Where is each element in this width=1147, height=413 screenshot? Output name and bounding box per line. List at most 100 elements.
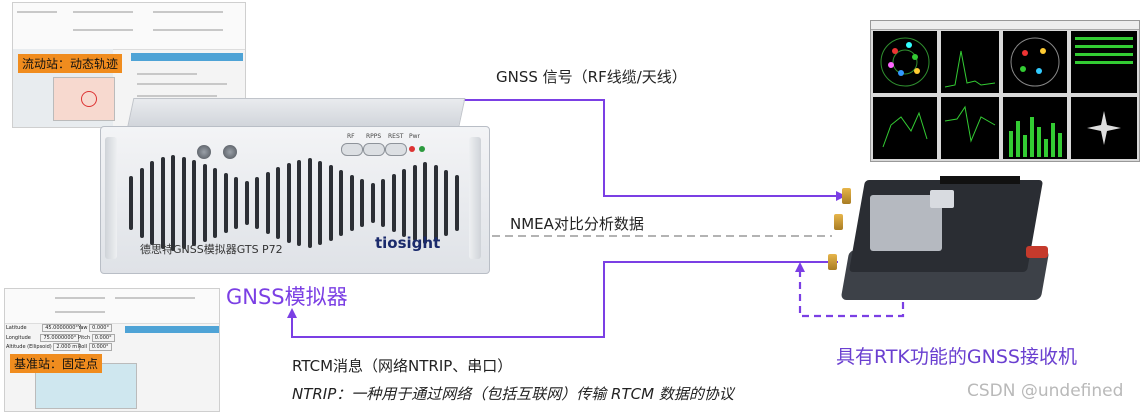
thumbnail-row	[73, 29, 133, 31]
error-chart-pane	[941, 97, 999, 159]
thumbnail-row	[137, 83, 227, 85]
roll-label: Roll	[78, 344, 88, 350]
vent-slot	[129, 176, 133, 230]
vent-slot	[349, 175, 354, 231]
vent-slot	[412, 165, 417, 241]
nmea-label: NMEA对比分析数据	[510, 215, 644, 233]
rpps-button[interactable]	[363, 143, 385, 156]
vent-slot	[276, 167, 280, 239]
base-station-tag: 基准站：固定点	[10, 354, 103, 373]
status-led	[419, 146, 425, 152]
simulator-right-handle	[469, 137, 481, 259]
vent-slot	[444, 170, 448, 236]
rf-connector-knob	[223, 145, 237, 159]
rtcm-label: RTCM消息（网络NTRIP、串口）	[292, 357, 513, 375]
receiver-dashed-loop	[798, 270, 905, 318]
longitude-value: 75.0000000°	[40, 333, 80, 342]
vent-slot	[234, 177, 238, 229]
vent-slot	[160, 157, 165, 249]
longitude-label: Longitude	[6, 334, 31, 341]
yaw-label: Yaw	[78, 325, 88, 331]
dynamic-station-tag: 流动站：动态轨迹	[18, 54, 123, 73]
yaw-row: Yaw 0.000°	[78, 324, 122, 334]
watermark: CSDN @undefined	[967, 381, 1124, 401]
vent-slot	[223, 173, 228, 233]
thumbnail-row	[55, 311, 105, 313]
gnss-simulator-device: RF RPPS REST Pwr	[100, 126, 490, 274]
software-graphics	[880, 37, 1133, 157]
vent-slot	[213, 168, 217, 238]
yaw-value: 0.000°	[89, 324, 112, 332]
vent-slot	[265, 172, 270, 234]
skyplot-pane	[873, 31, 937, 93]
vent-slot	[381, 179, 385, 227]
vent-slot	[139, 168, 144, 238]
vent-slot	[286, 163, 291, 243]
trajectory-pane	[873, 97, 937, 159]
reset-button-label: REST	[388, 133, 404, 140]
thumbnail-row	[17, 11, 57, 13]
simulator-caption: GNSS模拟器	[226, 285, 348, 309]
vent-slot	[150, 161, 154, 245]
vent-slot	[370, 183, 375, 223]
thumbnail-map-marker	[81, 91, 97, 107]
vent-slot	[391, 174, 396, 232]
software-toolbar	[871, 21, 1139, 30]
roll-value: 0.000°	[88, 343, 112, 351]
thumbnail-row	[55, 297, 105, 299]
simulator-left-handle	[105, 137, 117, 259]
simulator-logo: tiosight	[375, 234, 441, 252]
thumbnail-row	[153, 11, 223, 13]
vent-slot	[318, 161, 322, 245]
vent-slot	[192, 160, 196, 246]
vent-slot	[202, 164, 207, 242]
receiver-caption: 具有RTK功能的GNSS接收机	[836, 346, 1077, 368]
thumbnail-row	[137, 73, 197, 75]
receiver-chip	[930, 190, 954, 208]
vent-slot	[307, 158, 312, 248]
vent-slot	[181, 157, 186, 249]
power-label: Pwr	[409, 133, 420, 140]
rpps-button-label: RPPS	[366, 133, 382, 140]
base-config-thumbnail	[4, 288, 220, 412]
vent-slot	[297, 160, 301, 246]
reset-button[interactable]	[385, 143, 407, 156]
antenna-connector	[828, 254, 837, 270]
satellite-view-pane	[1003, 31, 1067, 93]
vent-slot	[454, 175, 459, 231]
latitude-row: Latitude 45.0000000°	[6, 324, 118, 334]
rf-button-label: RF	[347, 133, 355, 140]
gnss-signal-arrowhead	[836, 191, 846, 201]
gnss-signal-label: GNSS 信号（RF线缆/天线）	[496, 68, 687, 86]
rf-button[interactable]	[341, 143, 363, 156]
vent-slot	[244, 181, 249, 225]
position-fields: Latitude 45.0000000° Longitude 75.000000…	[6, 324, 118, 368]
vent-slot	[423, 162, 427, 244]
ntrip-note: NTRIP：一种用于通过网络（包括互联网）传输 RTCM 数据的协议	[292, 385, 734, 403]
rtcm-arrowhead	[287, 308, 297, 318]
thumbnail-row	[153, 29, 223, 31]
thumbnail-settings-header	[131, 53, 243, 61]
altitude-row: Altitude (Ellipsoid) 2.000 m	[6, 343, 118, 353]
receiver-header-pins	[940, 176, 1020, 184]
pitch-label: Pitch	[78, 334, 91, 341]
receiver-cable	[1026, 246, 1048, 258]
thumbnail-header-panel	[13, 3, 245, 50]
receiver-loop-arrowhead	[795, 262, 805, 272]
vent-slot	[328, 165, 333, 241]
antenna-connector	[842, 188, 851, 204]
longitude-row: Longitude 75.0000000°	[6, 333, 118, 344]
altitude-value: 2.000 m	[53, 343, 81, 351]
thumbnail-header-panel	[5, 289, 219, 324]
rover-config-thumbnail	[12, 2, 246, 128]
pitch-row: Pitch 0.000°	[78, 333, 122, 344]
attitude-fields: Yaw 0.000° Pitch 0.000° Roll 0.000°	[78, 324, 122, 368]
vent-slot	[360, 179, 364, 227]
vent-slot	[339, 170, 343, 236]
altitude-label: Altitude (Ellipsoid)	[6, 344, 52, 350]
analysis-software-window	[870, 20, 1140, 162]
rtcm-line	[291, 261, 838, 338]
cn0-bars-pane	[1003, 97, 1067, 159]
vent-slot	[402, 169, 406, 237]
power-led	[409, 146, 415, 152]
